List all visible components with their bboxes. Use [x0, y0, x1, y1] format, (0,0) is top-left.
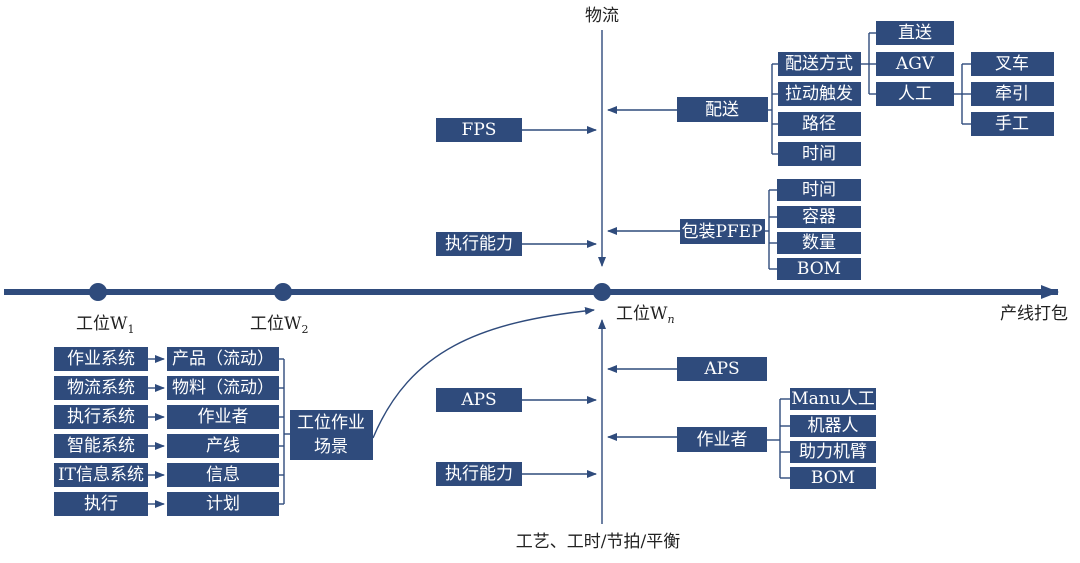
- svg-text:执行系统: 执行系统: [67, 407, 135, 427]
- system-box-1: 作业系统: [54, 347, 148, 371]
- station-w2-node: [274, 283, 292, 301]
- container-box: 容器: [777, 206, 861, 228]
- scene-box: 工位作业 场景: [290, 410, 373, 460]
- forklift-box: 叉车: [971, 52, 1054, 76]
- capability-upper-box: 执行能力: [436, 232, 522, 256]
- aps-right-box: APS: [677, 357, 767, 381]
- svg-text:物料（流动）: 物料（流动）: [172, 378, 274, 398]
- element-box-3: 作业者: [167, 405, 279, 429]
- svg-text:机器人: 机器人: [808, 416, 859, 436]
- robot-box: 机器人: [790, 415, 876, 437]
- svg-text:智能系统: 智能系统: [67, 436, 135, 456]
- svg-text:拉动触发: 拉动触发: [785, 84, 853, 104]
- end-label: 产线打包: [1000, 304, 1068, 324]
- pfep-box: 包装PFEP: [680, 219, 765, 244]
- hand-carry-box: 手工: [971, 112, 1054, 136]
- manual-box: 人工: [876, 82, 954, 106]
- svg-text:直送: 直送: [898, 23, 932, 43]
- operator-box: 作业者: [677, 427, 767, 452]
- operator-bom-box: BOM: [790, 467, 876, 489]
- system-box-4: 智能系统: [54, 434, 148, 458]
- svg-text:路径: 路径: [802, 114, 836, 134]
- svg-text:物流系统: 物流系统: [67, 378, 135, 398]
- station-wn-node: [593, 283, 611, 301]
- delivery-method-box: 配送方式: [778, 52, 861, 76]
- system-box-6: 执行: [54, 492, 148, 516]
- svg-text:BOM: BOM: [811, 468, 855, 488]
- element-box-1: 产品（流动）: [167, 347, 279, 371]
- svg-text:人工: 人工: [898, 84, 932, 104]
- svg-text:包装PFEP: 包装PFEP: [681, 222, 762, 242]
- delivery-box: 配送: [677, 97, 768, 122]
- svg-text:IT信息系统: IT信息系统: [58, 465, 144, 485]
- svg-text:容器: 容器: [802, 207, 836, 227]
- route-box: 路径: [778, 112, 861, 136]
- agv-box: AGV: [876, 52, 954, 76]
- svg-text:产品（流动）: 产品（流动）: [172, 349, 274, 369]
- element-box-5: 信息: [167, 463, 279, 487]
- svg-text:助力机臂: 助力机臂: [799, 442, 867, 462]
- svg-text:计划: 计划: [206, 494, 240, 514]
- delivery-time-box: 时间: [778, 142, 861, 166]
- station-w2-label: 工位W2: [250, 314, 308, 336]
- element-box-6: 计划: [167, 492, 279, 516]
- svg-text:APS: APS: [460, 390, 496, 410]
- svg-text:执行: 执行: [84, 494, 118, 514]
- svg-text:作业系统: 作业系统: [67, 349, 135, 369]
- svg-text:AGV: AGV: [895, 54, 935, 74]
- station-wn-label: 工位Wn: [616, 304, 675, 326]
- scene-to-station-arrow: [372, 306, 595, 439]
- manual-labor-box: Manu人工: [790, 388, 876, 410]
- station-w1-node: [89, 283, 107, 301]
- element-box-4: 产线: [167, 434, 279, 458]
- svg-text:Manu人工: Manu人工: [791, 389, 874, 409]
- logistics-axis-label: 物流: [585, 6, 619, 26]
- assist-arm-box: 助力机臂: [790, 441, 876, 463]
- svg-text:作业者: 作业者: [697, 430, 748, 450]
- tow-box: 牵引: [971, 82, 1054, 106]
- system-box-3: 执行系统: [54, 405, 148, 429]
- svg-text:时间: 时间: [802, 144, 836, 164]
- system-box-5: IT信息系统: [54, 463, 148, 487]
- aps-left-box: APS: [436, 388, 522, 412]
- svg-text:执行能力: 执行能力: [445, 464, 513, 484]
- station-w1-label: 工位W1: [76, 314, 134, 336]
- svg-text:时间: 时间: [802, 180, 836, 200]
- svg-text:执行能力: 执行能力: [445, 234, 513, 254]
- element-box-2: 物料（流动）: [167, 376, 279, 400]
- pfep-time-box: 时间: [777, 179, 861, 201]
- pull-trigger-box: 拉动触发: [778, 82, 861, 106]
- svg-text:场景: 场景: [314, 437, 348, 457]
- svg-text:工位作业: 工位作业: [297, 413, 365, 433]
- svg-text:BOM: BOM: [797, 259, 841, 279]
- pfep-bom-box: BOM: [777, 258, 861, 280]
- system-box-2: 物流系统: [54, 376, 148, 400]
- svg-text:数量: 数量: [802, 233, 836, 253]
- svg-text:APS: APS: [703, 359, 739, 379]
- svg-text:配送: 配送: [705, 100, 739, 120]
- fps-box: FPS: [436, 118, 522, 142]
- svg-text:信息: 信息: [206, 465, 240, 485]
- direct-delivery-box: 直送: [876, 21, 954, 45]
- process-axis-label: 工艺、工时/节拍/平衡: [516, 532, 680, 552]
- svg-text:FPS: FPS: [462, 120, 497, 140]
- capability-lower-box: 执行能力: [436, 462, 522, 486]
- svg-text:叉车: 叉车: [995, 54, 1029, 74]
- svg-text:手工: 手工: [995, 114, 1029, 134]
- svg-text:牵引: 牵引: [995, 84, 1029, 104]
- svg-text:配送方式: 配送方式: [785, 54, 853, 74]
- svg-text:产线: 产线: [206, 436, 240, 456]
- quantity-box: 数量: [777, 232, 861, 254]
- svg-text:作业者: 作业者: [198, 407, 249, 427]
